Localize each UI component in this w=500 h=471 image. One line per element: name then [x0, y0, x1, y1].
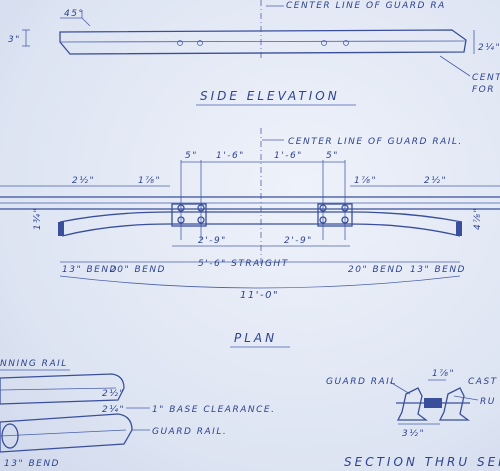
- half-span-right: 2'-9": [284, 236, 313, 246]
- plan-view: CENTER LINE OF GUARD RAIL. 5" 1'-6" 1'-6…: [0, 128, 500, 348]
- bolt-hole-1: [177, 40, 183, 46]
- section-guard-rail-leader: [389, 381, 411, 395]
- half-span-left: 2'-9": [198, 236, 227, 246]
- detail-dim-2-quarter: 2¼": [102, 405, 125, 415]
- plan-title: PLAN: [234, 331, 277, 345]
- bolt-hole-3: [321, 40, 327, 46]
- detail-view: NNING RAIL 2½" 2¼" 1" BASE CLEARANCE. GU…: [0, 359, 275, 469]
- overall-arc: [59, 275, 461, 289]
- note-leader: [439, 55, 471, 77]
- separator-right-bolt-2: [319, 216, 327, 224]
- detail-bend-label: 13" BEND: [4, 459, 60, 469]
- separator-left-bolt-3: [197, 204, 205, 212]
- rail-profile-left: [396, 387, 428, 421]
- section-cast-label: CAST: [468, 377, 498, 387]
- dim-top-left-1-6: 1'-6": [216, 151, 245, 161]
- base-clearance-label: 1" BASE CLEARANCE.: [152, 405, 275, 415]
- rail-end-right: [456, 222, 462, 236]
- separator-right-bolt-3: [341, 204, 349, 212]
- separator-left-bolt-1: [177, 204, 185, 212]
- separator-left: [171, 203, 207, 227]
- angle-line: [81, 17, 91, 27]
- dim-top-right-5: 5": [326, 151, 339, 161]
- separator-right-bolt-1: [319, 204, 327, 212]
- separator-left-block: [171, 203, 207, 227]
- guard-rail-plan-top: [59, 211, 463, 223]
- section-guard-rail-label: GUARD RAIL: [326, 377, 397, 387]
- guard-rail-detail-label: GUARD RAIL.: [152, 427, 227, 437]
- section-dim-1-7-8: 1⅞": [432, 369, 455, 379]
- section-ru-leader: [453, 395, 479, 401]
- detail-dim-2-half: 2½": [102, 389, 125, 399]
- dim-mid-right-2-half: 2½": [424, 176, 447, 186]
- running-rail-label: NNING RAIL: [0, 359, 68, 369]
- dim-top-left-5: 5": [185, 151, 198, 161]
- plan-center-line-label: CENTER LINE OF GUARD RAIL.: [288, 137, 463, 147]
- note-line-1: CENT: [472, 73, 500, 83]
- side-elevation: CENTER LINE OF GUARD RA 45° 3" 2¼" CENT …: [8, 0, 500, 106]
- side-dim-left: 1¾": [33, 207, 43, 230]
- separator-left-bolt-2: [177, 216, 185, 224]
- guard-rail-center: [0, 429, 127, 437]
- angle-label: 45°: [64, 9, 84, 19]
- rail-end-left: [58, 222, 64, 236]
- dim-mid-left-2-half: 2½": [72, 176, 95, 186]
- bend-right-13: 13" BEND: [410, 265, 466, 275]
- right-dim-label: 2¼": [478, 43, 500, 53]
- separator-right-bolt-4: [341, 216, 349, 224]
- section-view: GUARD RAIL 1⅞" CAST RU 3½" SECTION THRU …: [326, 369, 500, 469]
- bend-straight: 5'-6" STRAIGHT: [198, 259, 289, 269]
- section-dim-3-half: 3½": [402, 429, 425, 439]
- separator-left-bolt-4: [197, 216, 205, 224]
- dim-mid-left-1-7-8: 1⅞": [138, 176, 161, 186]
- running-rail-center: [0, 387, 117, 391]
- bend-right-20: 20" BEND: [348, 265, 404, 275]
- rail-section-end: [1, 423, 19, 449]
- section-ru-label: RU: [480, 397, 496, 407]
- running-rail-block: [0, 373, 125, 405]
- dim-mid-right-1-7-8: 1⅞": [354, 176, 377, 186]
- elevation-center-line-label: CENTER LINE OF GUARD RA: [286, 1, 446, 11]
- section-title: SECTION THRU SEPAR: [344, 455, 500, 469]
- bolt-hole-4: [343, 40, 349, 46]
- bend-left-13: 13" BEND: [62, 265, 118, 275]
- bolt-hole-2: [197, 40, 203, 46]
- note-line-2: FOR: [472, 85, 495, 95]
- guard-rail-side-bar-edge: [59, 40, 467, 43]
- overall-length: 11'-0": [240, 290, 279, 301]
- height-label: 3": [8, 35, 21, 45]
- separator-right: [317, 203, 353, 227]
- separator-right-block: [317, 203, 353, 227]
- bend-left-20: 20" BEND: [110, 265, 166, 275]
- guard-rail-plan-bottom: [61, 223, 461, 237]
- side-dim-right: 4⅞": [473, 207, 483, 230]
- guard-rail-block: [0, 413, 133, 453]
- side-elevation-title: SIDE ELEVATION: [200, 89, 340, 103]
- rail-profile-right: [438, 387, 470, 421]
- dim-top-right-1-6: 1'-6": [274, 151, 303, 161]
